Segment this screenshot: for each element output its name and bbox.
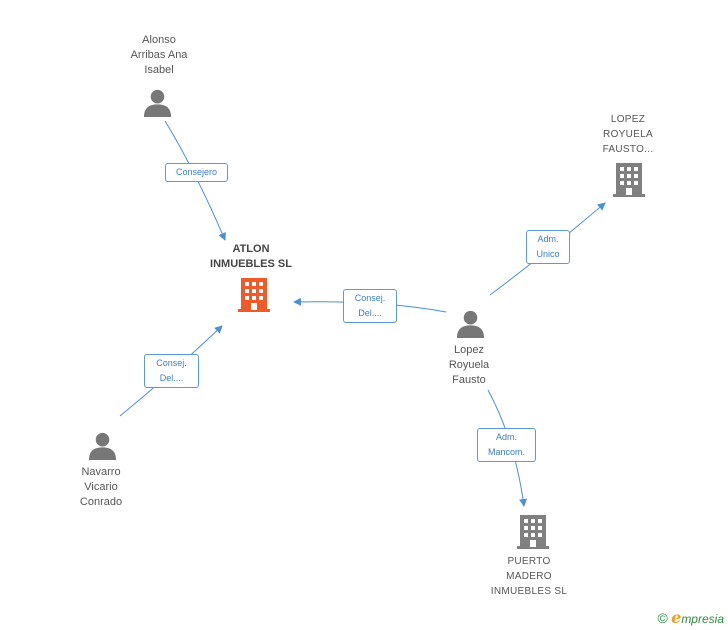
brand-name: mpresia bbox=[681, 612, 724, 626]
copyright-symbol: © bbox=[657, 610, 668, 626]
edge-badge-consejero[interactable]: Consejero bbox=[165, 163, 228, 182]
edge-badge-consej-lopez[interactable]: Consej. Del.... bbox=[343, 289, 397, 323]
building-icon[interactable] bbox=[613, 163, 645, 197]
building-icon-main[interactable] bbox=[238, 278, 270, 312]
brand-initial: e bbox=[671, 608, 682, 627]
node-label-atlon[interactable]: ATLON INMUEBLES SL bbox=[210, 243, 292, 270]
person-icon[interactable] bbox=[456, 310, 485, 338]
building-icon[interactable] bbox=[517, 515, 549, 549]
edge-badge-adm-mancom[interactable]: Adm. Mancom. bbox=[477, 428, 536, 462]
person-icon[interactable] bbox=[143, 89, 172, 117]
edge-badge-consej-navarro[interactable]: Consej. Del.... bbox=[144, 354, 199, 388]
node-label-lopez-company[interactable]: LOPEZ ROYUELA FAUSTO... bbox=[602, 114, 654, 155]
node-label-puerto[interactable]: PUERTO MADERO INMUEBLES SL bbox=[490, 556, 568, 597]
node-label-lopez-person[interactable]: Lopez Royuela Fausto bbox=[448, 344, 490, 386]
edge-badge-adm-unico[interactable]: Adm. Unico bbox=[526, 230, 570, 264]
node-label-alonso[interactable]: Alonso Arribas Ana Isabel bbox=[130, 34, 188, 76]
empresia-logo: © empresia bbox=[657, 608, 724, 627]
node-label-navarro[interactable]: Navarro Vicario Conrado bbox=[79, 466, 123, 508]
person-icon[interactable] bbox=[88, 432, 117, 460]
